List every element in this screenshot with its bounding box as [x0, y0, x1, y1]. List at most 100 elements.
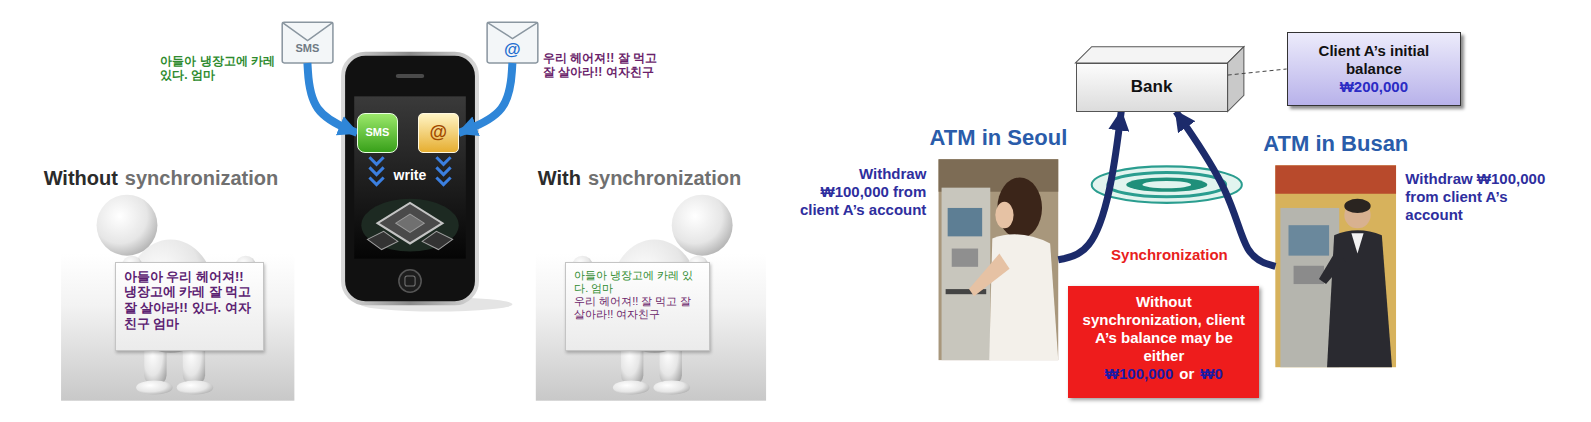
email-envelope: @ — [487, 22, 538, 63]
atm-photo — [1289, 225, 1330, 255]
phone — [343, 54, 477, 304]
envelope-icon — [487, 22, 538, 38]
atm-photo — [1275, 165, 1396, 193]
node-text: SMS — [282, 43, 333, 54]
sync-ring — [1142, 181, 1191, 188]
sms-app-icon: SMS — [357, 113, 398, 154]
photo-heading: ATM in Busan — [1263, 131, 1408, 157]
photo-heading: ATM in Seoul — [930, 125, 1068, 151]
withdraw-note-holder: Withdraw ₩100,000 from client A’s accoun… — [1405, 170, 1557, 224]
person-figure — [672, 195, 733, 256]
write-chevrons — [369, 167, 383, 174]
atm-photo-frame: ATM in Busan — [1275, 165, 1396, 367]
node-text: ₩100,000 — [1105, 365, 1173, 383]
email-message-holder: 우리 헤어져!! 잘 먹고 잘 살아라!! 여자친구 — [543, 51, 667, 80]
atm-photo-frame: ATM in Seoul — [939, 159, 1059, 360]
bank-box: Bank — [1076, 63, 1228, 112]
phone: write SMS @ — [343, 54, 477, 304]
write-chevrons — [369, 157, 383, 164]
email-message: 우리 헤어져!! 잘 먹고 잘 살아라!! 여자친구 — [543, 51, 667, 80]
node-text: ₩0 — [1200, 365, 1223, 383]
atm-photo — [939, 159, 1059, 360]
section-title: synchronization — [588, 166, 741, 190]
sync-ring — [1108, 172, 1226, 196]
sync-label: Synchronization — [1096, 246, 1243, 264]
atm-photo — [948, 208, 982, 236]
node-text: 우리 헤어져!! 잘 먹고 잘 살아라!! 여자친구 — [574, 295, 701, 321]
person-figure — [613, 380, 650, 394]
node-text: @ — [430, 122, 448, 144]
ground-shadow — [61, 254, 766, 401]
node-text: Client A’s initial balance — [1294, 42, 1455, 78]
memory-chip — [422, 231, 452, 249]
phone — [405, 276, 415, 286]
phone — [343, 54, 512, 312]
envelope-icon — [487, 22, 538, 63]
sync-label-holder: Synchronization — [1096, 246, 1243, 264]
write-chevrons — [436, 157, 450, 164]
withdraw-note-holder: Withdraw ₩100,000 from client A’s accoun… — [789, 165, 926, 219]
person-figure — [136, 380, 173, 394]
ground-shadow — [61, 254, 294, 401]
node-text: Without synchronization, client A’s bala… — [1076, 293, 1251, 365]
write-chevrons — [436, 178, 450, 185]
envelope-icon — [282, 22, 333, 63]
balance-box: Client A’s initial balance₩200,000 — [1287, 32, 1462, 105]
message-sign: 아들아 우리 헤어져!! 냉장고에 카레 잘 먹고 잘 살아라!! 있다. 여자… — [115, 262, 264, 351]
section-title: Without — [44, 166, 118, 190]
sync-ring — [1126, 178, 1207, 192]
sync-arrow — [1058, 112, 1121, 260]
node-text: ₩200,000 — [1340, 78, 1408, 96]
write-chevrons — [369, 178, 383, 185]
person-figure — [97, 195, 158, 256]
node-text: Bank — [1131, 77, 1173, 97]
atm-photo — [952, 249, 978, 267]
bank-box-faces — [1075, 47, 1243, 112]
atm-photo — [1319, 249, 1345, 285]
node-text: SMS — [366, 126, 390, 139]
atm-photo — [1344, 199, 1370, 213]
bank-box-faces — [1075, 47, 1243, 63]
section-title-holder: With — [538, 166, 581, 190]
dashed-link — [1228, 69, 1287, 75]
bank-box-faces — [1228, 47, 1244, 112]
atm-photo — [1275, 165, 1396, 367]
section-title: synchronization — [125, 166, 278, 190]
blue-arrow — [307, 63, 357, 133]
node-text: or — [1179, 365, 1194, 383]
withdraw-note: Withdraw ₩100,000 from client A’s accoun… — [789, 165, 926, 219]
node-text: @ — [487, 41, 538, 58]
atm-photo — [1351, 233, 1363, 253]
section-title: With — [538, 166, 581, 190]
warning-box: Without synchronization, client A’s bala… — [1068, 286, 1259, 398]
section-title-holder: synchronization — [125, 166, 278, 190]
node-text: 아들아 우리 헤어져!! 냉장고에 카레 잘 먹고 잘 살아라!! 있다. 여자… — [124, 269, 255, 331]
sms-message: 아들아 냉장고에 카레 있다. 엄마 — [160, 54, 280, 83]
section-title-holder: synchronization — [588, 166, 741, 190]
memory-chip — [361, 199, 458, 252]
atm-photo — [989, 234, 1058, 360]
sms-envelope: SMS — [282, 22, 333, 63]
envelope-icon — [282, 22, 333, 40]
blue-arrow — [459, 63, 513, 133]
email-app-icon: @ — [418, 113, 459, 154]
write-chevrons — [436, 167, 450, 174]
section-title-holder: Without — [44, 166, 118, 190]
person-figure — [653, 380, 690, 394]
memory-chip — [367, 231, 397, 249]
person-figure — [177, 380, 214, 394]
atm-photo — [969, 254, 1010, 297]
node-text: 아들아 냉장고에 카레 있다. 엄마 — [574, 269, 701, 295]
sync-arrow — [1176, 112, 1275, 267]
sms-message-holder: 아들아 냉장고에 카레 있다. 엄마 — [160, 54, 280, 83]
atm-photo — [995, 202, 1013, 228]
node-text: write — [343, 167, 477, 184]
sync-ring — [1092, 166, 1242, 203]
atm-photo — [939, 159, 1059, 360]
memory-chip — [396, 214, 424, 232]
withdraw-note: Withdraw ₩100,000 from client A’s accoun… — [1405, 170, 1557, 224]
memory-chip — [361, 199, 458, 252]
atm-photo — [1275, 165, 1396, 367]
phone — [399, 270, 421, 292]
